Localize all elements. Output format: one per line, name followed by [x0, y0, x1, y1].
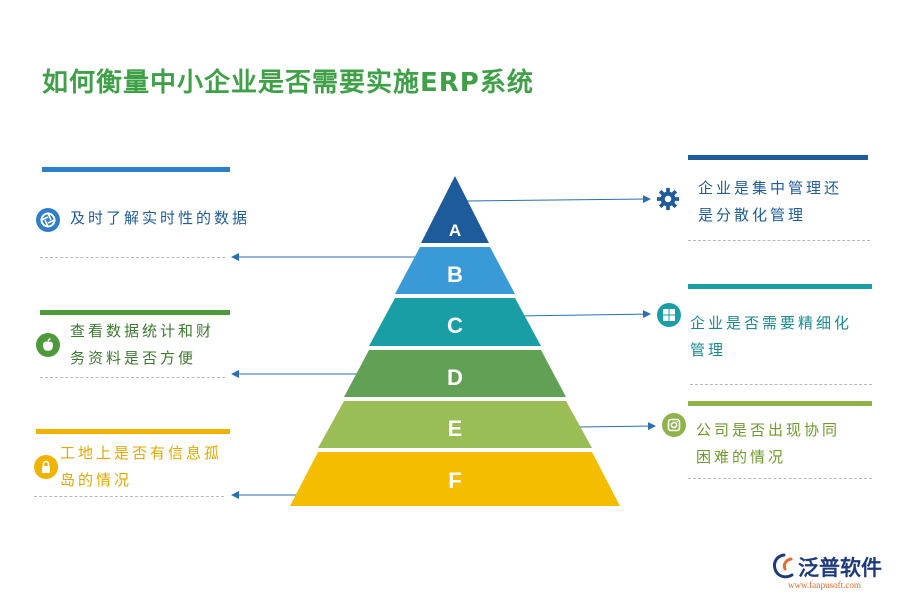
left-item-2-label-line2: 务资料是否方便 — [70, 349, 197, 367]
pyramid-layer-e — [318, 401, 592, 448]
pyramid-letter-f: F — [448, 468, 461, 493]
logo-url: www.fanpusoft.com — [788, 580, 861, 590]
apple-icon — [36, 333, 60, 357]
right-1-divider — [688, 240, 870, 241]
connector-a-right — [465, 195, 651, 204]
right-2-top-bar — [688, 284, 872, 289]
left-item-3-label-line1: 工地上是否有信息孤 — [60, 444, 223, 462]
left-1-top-bar — [42, 167, 230, 172]
right-item-3-label-line1: 公司是否出现协同 — [696, 421, 841, 439]
right-item-2-label-line2: 管理 — [690, 341, 727, 359]
left-item-1-label: 及时了解实时性的数据 — [70, 209, 251, 227]
instagram-icon — [662, 413, 686, 437]
right-2-divider — [690, 384, 872, 385]
windows-icon — [657, 303, 681, 327]
left-item-3-label-line2: 岛的情况 — [60, 471, 133, 489]
right-item-1-label-line1: 企业是集中管理还 — [698, 179, 843, 197]
pyramid-letter-e: E — [448, 416, 463, 441]
connector-c-right — [514, 310, 651, 319]
pyramid-letter-c: C — [447, 313, 463, 338]
right-item-2-label-line1: 企业是否需要精细化 — [690, 314, 853, 332]
pyramid-letter-b: B — [447, 262, 463, 287]
left-2-top-bar — [40, 310, 230, 315]
pyramid-letter-a: A — [449, 221, 461, 240]
logo-name: 泛普软件 — [798, 556, 882, 580]
page-title: 如何衡量中小企业是否需要实施ERP系统 — [42, 68, 534, 98]
right-item-3-label-line2: 困难的情况 — [696, 448, 787, 466]
right-3-divider — [688, 478, 872, 479]
right-item-1-label-line2: 是分散化管理 — [698, 206, 807, 224]
left-2-divider — [40, 377, 225, 378]
logo-swirl-icon — [773, 553, 794, 579]
left-item-2-label-line1: 查看数据统计和财 — [70, 322, 215, 340]
pyramid-layer-d — [344, 350, 566, 397]
pyramid-layer-f — [290, 452, 620, 506]
pyramid-layer-a — [421, 176, 489, 243]
left-3-divider — [34, 496, 224, 497]
aperture-icon — [36, 208, 60, 232]
left-1-divider — [40, 257, 225, 258]
connector-e-right — [577, 422, 656, 431]
pyramid-layer-c — [369, 298, 541, 346]
left-3-top-bar — [36, 429, 230, 434]
pyramid-letter-d: D — [447, 365, 463, 390]
lock-icon — [34, 455, 58, 479]
right-3-top-bar — [688, 401, 872, 406]
pyramid-layer-b — [395, 247, 515, 294]
gear-icon — [656, 187, 680, 211]
right-1-top-bar — [688, 155, 868, 160]
